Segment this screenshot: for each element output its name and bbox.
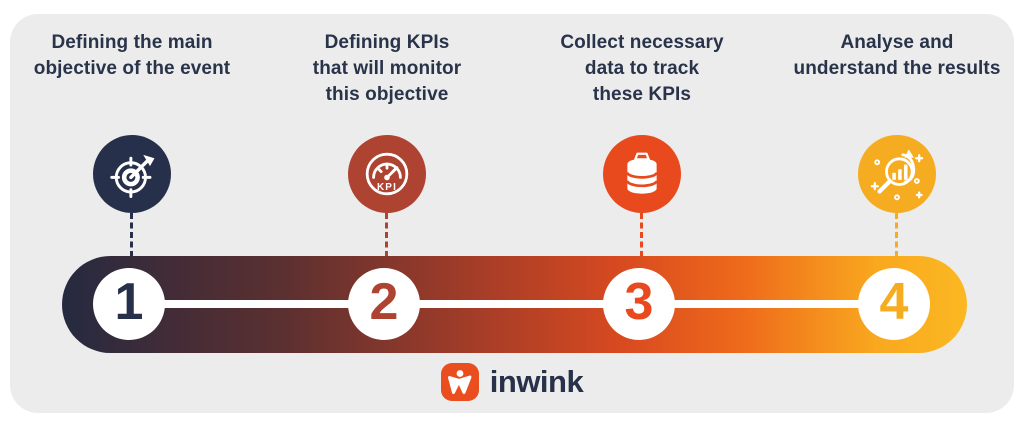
milestone-3-badge: 3 (603, 268, 675, 340)
step-1-icon-circle (93, 135, 171, 213)
infographic-card: Defining the main objective of the event… (10, 14, 1014, 413)
timeline-connector-line (132, 300, 897, 308)
milestone-3-number: 3 (624, 273, 654, 331)
step-3-icon-circle (603, 135, 681, 213)
milestone-1-badge: 1 (93, 268, 165, 340)
svg-text:KPI: KPI (377, 182, 397, 193)
target-icon (110, 154, 155, 198)
step-4-connector (895, 213, 898, 257)
kpi-gauge-icon: KPI (365, 152, 409, 196)
step-2-connector (385, 213, 388, 257)
step-3-connector (640, 213, 643, 257)
step-4-heading: Analyse and understand the results (793, 32, 1001, 79)
step-1-heading: Defining the main objective of the event (33, 32, 231, 79)
database-icon (626, 152, 658, 194)
step-1-connector (130, 213, 133, 257)
step-4-icon-circle (858, 135, 936, 213)
milestone-1-number: 1 (114, 273, 144, 331)
step-2-heading: Defining KPIs that will monitor this obj… (312, 32, 462, 105)
analysis-magnifier-icon (870, 149, 924, 201)
milestone-4-badge: 4 (858, 268, 930, 340)
inwink-logo-icon (440, 363, 479, 401)
milestone-2-number: 2 (369, 273, 399, 331)
inwink-logo-text: inwink (489, 364, 584, 399)
inwink-logo: inwink (10, 360, 1014, 404)
step-2-icon-circle: KPI (348, 135, 426, 213)
milestone-2-badge: 2 (348, 268, 420, 340)
step-3-heading: Collect necessary data to track these KP… (560, 32, 724, 105)
milestone-4-number: 4 (879, 273, 909, 331)
